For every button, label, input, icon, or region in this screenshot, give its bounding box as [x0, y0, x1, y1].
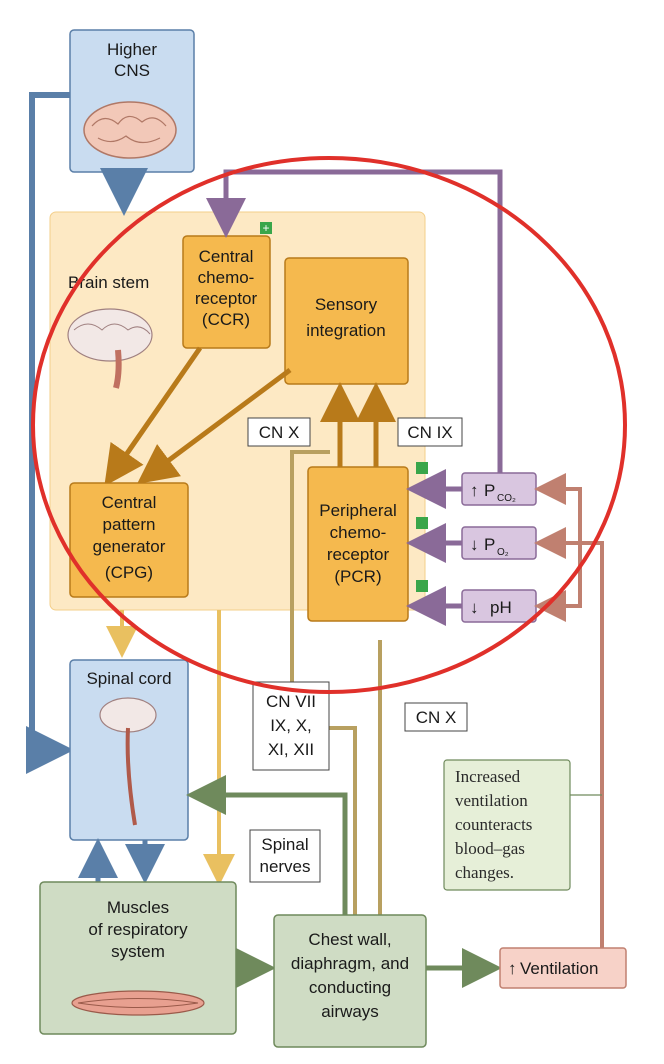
brain-icon-spinal-cord — [99, 697, 157, 826]
higher-cns-label-line1: Higher — [107, 40, 157, 59]
ph-arrow: ↓ — [470, 598, 479, 617]
ventilation-arrow: ↑ — [508, 959, 517, 978]
chest-line1: Chest wall, — [308, 930, 391, 949]
note-line3: counteracts — [455, 815, 532, 834]
pcr-plus-badge-3 — [416, 580, 428, 592]
note-line4: blood–gas — [455, 839, 525, 858]
highlight-circle — [31, 156, 627, 694]
brain-stem-label: Brain stem — [68, 273, 149, 292]
pco2-main: P — [484, 481, 495, 500]
muscles-line2: of respiratory — [88, 920, 188, 939]
sensory-line2: integration — [306, 321, 385, 340]
cpg-line4: (CPG) — [105, 563, 153, 582]
muscles-line3: system — [111, 942, 165, 961]
ccr-line1: Central — [199, 247, 254, 266]
cn-vii-line3: XI, XII — [268, 740, 314, 759]
arrow-ccr-to-cpg — [104, 346, 203, 487]
po2-main: P — [484, 535, 495, 554]
spinal-cord-label: Spinal cord — [86, 669, 171, 688]
cn-vii-line1: CN VII — [266, 692, 316, 711]
ph-main: pH — [490, 598, 512, 617]
chest-line4: airways — [321, 1002, 379, 1021]
cpg-line2: pattern — [103, 515, 156, 534]
arrow-chest-to-spinal-cord — [186, 775, 348, 915]
po2-arrow: ↓ — [470, 535, 479, 554]
ccr-line3: receptor — [195, 289, 258, 308]
cn-x-top-label: CN X — [259, 423, 300, 442]
arrow-ventilation-to-ph — [534, 580, 582, 622]
pco2-sub: CO₂ — [497, 493, 516, 504]
sensory-line1: Sensory — [315, 295, 378, 314]
note-line1: Increased — [455, 767, 521, 786]
cpg-box — [69, 482, 189, 598]
arrow-sensory-to-cpg — [136, 367, 292, 484]
pcr-plus-badge-2 — [416, 517, 428, 529]
ccr-line4: (CCR) — [202, 310, 250, 329]
ventilation-label: Ventilation — [520, 959, 598, 978]
ventilation-box — [499, 947, 627, 989]
muscle-icon — [71, 990, 205, 1016]
pcr-plus-badge-1 — [416, 462, 428, 474]
ccr-plus-sign: + — [262, 221, 269, 235]
note-box — [443, 759, 571, 891]
chest-line3: conducting — [309, 978, 391, 997]
arrow-pco2-to-ccr — [206, 169, 503, 473]
pco2-arrow: ↑ — [470, 481, 479, 500]
spinal-nerves-box — [249, 829, 321, 883]
spinal-nerves-line2: nerves — [259, 857, 310, 876]
cpg-line3: generator — [93, 537, 166, 556]
pcr-line4: (PCR) — [334, 567, 381, 586]
cn-ix-label: CN IX — [407, 423, 452, 442]
pcr-line2: chemo- — [330, 523, 387, 542]
cn-x-top-box — [247, 417, 311, 447]
chest-box — [273, 914, 427, 1048]
cn-ix-box — [397, 417, 463, 447]
cn-x-bottom-box — [404, 702, 468, 732]
brain-icon-higher-cns — [83, 101, 177, 159]
spinal-nerves-line1: Spinal — [261, 835, 308, 854]
ccr-line2: chemo- — [198, 268, 255, 287]
cn-vii-line2: IX, X, — [270, 716, 312, 735]
muscles-line1: Muscles — [107, 898, 169, 917]
cn-vii-box — [252, 681, 330, 771]
cn-x-bottom-label: CN X — [416, 708, 457, 727]
pcr-box — [307, 466, 409, 622]
note-line5: changes. — [455, 863, 514, 882]
pcr-line1: Peripheral — [319, 501, 397, 520]
chest-line2: diaphragm, and — [291, 954, 409, 973]
higher-cns-label-line2: CNS — [114, 61, 150, 80]
po2-sub: O₂ — [497, 547, 509, 558]
brain-icon-brain-stem — [67, 308, 153, 389]
pcr-line3: receptor — [327, 545, 390, 564]
cpg-line1: Central — [102, 493, 157, 512]
note-line2: ventilation — [455, 791, 528, 810]
arrow-ventilation-feedback — [534, 527, 604, 948]
arrow-ventilation-to-pco2 — [534, 473, 582, 600]
ccr-plus-badge — [260, 222, 272, 234]
